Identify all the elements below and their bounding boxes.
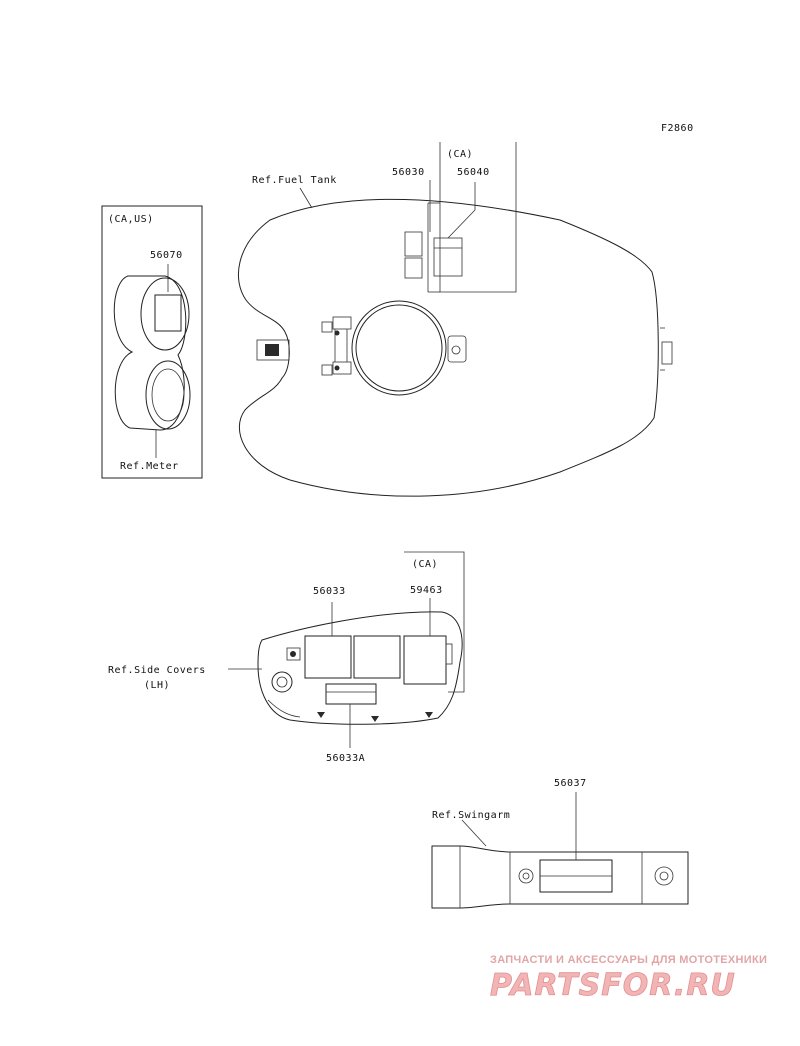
meter-housing	[113, 275, 187, 431]
side-cover-ref-label: Ref.Side Covers	[108, 665, 206, 676]
fuel-tank-outline	[237, 198, 659, 497]
swingarm-group: Ref.Swingarm 56037	[431, 778, 689, 909]
speedometer-gauge	[140, 277, 190, 351]
ca-bracket-side	[404, 551, 465, 693]
part-number-56040: 56040	[457, 167, 490, 178]
swingarm-ref-label: Ref.Swingarm	[432, 810, 510, 821]
part-number-56033A: 56033A	[326, 753, 365, 764]
ca-bracket-tank	[439, 142, 517, 293]
label-56040-decal	[433, 237, 463, 277]
part-number-56030: 56030	[392, 167, 425, 178]
part-number-56033: 56033	[313, 586, 346, 597]
meter-ref-label: Ref.Meter	[120, 461, 179, 472]
swingarm-outline	[431, 845, 689, 909]
tank-end-cap	[661, 341, 673, 365]
label-56030-decal	[404, 231, 423, 257]
fuel-tank-group: Ref.Fuel Tank 56030 (CA) 56040	[237, 142, 673, 497]
ca-label-tank: (CA)	[447, 149, 473, 160]
swingarm-bolt-left	[518, 868, 534, 884]
fuel-cap-lock	[447, 335, 467, 363]
swingarm-bolt-right	[654, 866, 674, 886]
tank-mount-bracket	[256, 339, 290, 361]
meter-frame	[101, 205, 203, 479]
side-cover-outline	[257, 611, 463, 725]
figure-code: F2860	[661, 123, 694, 134]
label-56070-decal	[154, 294, 182, 332]
side-cover-ref-label-lh: (LH)	[144, 680, 170, 691]
label-59463-decal	[403, 635, 447, 685]
label-56033-decal-a	[304, 635, 352, 679]
ca-label-side: (CA)	[412, 559, 438, 570]
side-cover-group: Ref.Side Covers (LH) 56033 (CA) 59463 56…	[108, 551, 465, 764]
part-number-56070: 56070	[150, 250, 183, 261]
watermark-tagline: ЗАПЧАСТИ И АКСЕССУАРЫ ДЛЯ МОТОТЕХНИКИ	[490, 954, 767, 966]
part-number-59463: 59463	[410, 585, 443, 596]
fuel-tank-ref-label: Ref.Fuel Tank	[252, 175, 337, 186]
watermark-logo: PARTSFOR.RU	[490, 968, 736, 1003]
label-56033A-decal	[325, 683, 377, 705]
tachometer-gauge	[145, 360, 191, 430]
side-cover-grommet	[271, 671, 293, 693]
meter-group: (CA,US) 56070 Ref.Meter	[101, 205, 203, 479]
label-56033-decal-b	[353, 635, 401, 679]
fuel-cap-hinge	[321, 316, 352, 376]
fuel-cap-ring-inner	[355, 304, 443, 392]
meter-region-label: (CA,US)	[108, 214, 154, 225]
fuel-cap-ring-outer	[351, 300, 447, 396]
part-number-56037: 56037	[554, 778, 587, 789]
